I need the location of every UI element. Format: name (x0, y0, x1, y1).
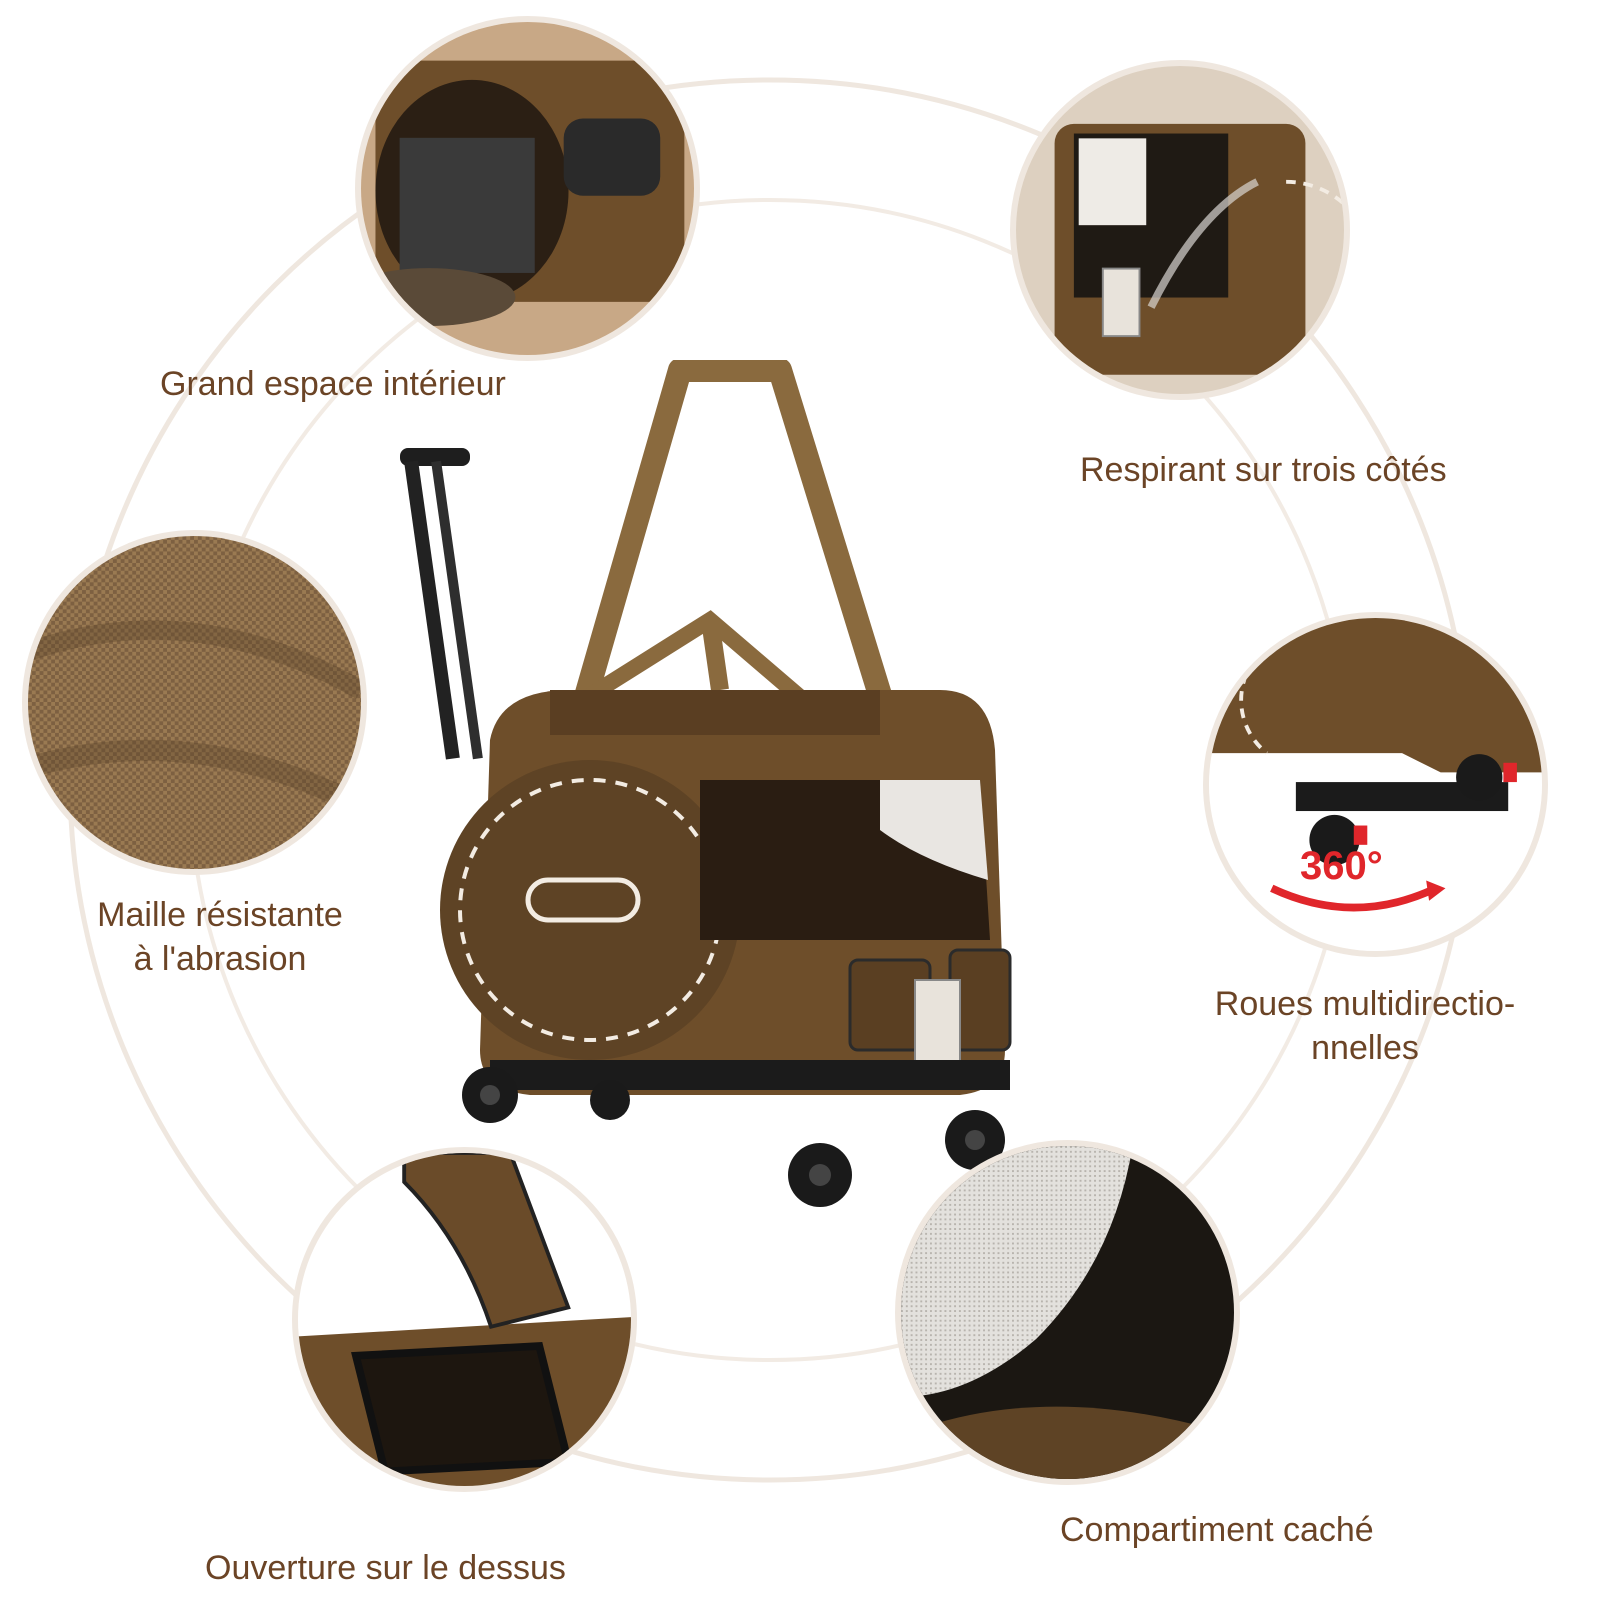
wheels-label-line2: nnelles (1311, 1029, 1419, 1067)
wheel-icon (1209, 618, 1542, 951)
detail-compartment (895, 1140, 1240, 1485)
wheels-badge: 360° (1300, 844, 1383, 888)
ventilation-label: Respirant sur trois côtés (1080, 451, 1447, 489)
top-opening-label: Ouverture sur le dessus (205, 1549, 566, 1587)
interior-label: Grand espace intérieur (160, 365, 506, 403)
mesh-fabric-icon (28, 536, 361, 869)
hidden-compartment-icon (901, 1146, 1234, 1479)
detail-interior (355, 16, 700, 361)
pet-carrier-image (400, 360, 1012, 1207)
wheels-label: Roues multidirectio- nnelles (1195, 982, 1535, 1070)
mesh-label-line2: à l'abrasion (133, 940, 307, 978)
mesh-label: Maille résistante à l'abrasion (80, 893, 360, 981)
mesh-label-line1: Maille résistante (97, 896, 343, 934)
detail-mesh (22, 530, 367, 875)
detail-wheels (1203, 612, 1548, 957)
interior-space-icon (361, 22, 694, 355)
detail-ventilation (1010, 60, 1350, 400)
top-opening-icon (298, 1153, 631, 1486)
detail-top-opening (292, 1147, 637, 1492)
wheels-label-line1: Roues multidirectio- (1214, 985, 1516, 1023)
compartment-label: Compartiment caché (1060, 1511, 1374, 1549)
ventilation-icon (1016, 66, 1344, 394)
